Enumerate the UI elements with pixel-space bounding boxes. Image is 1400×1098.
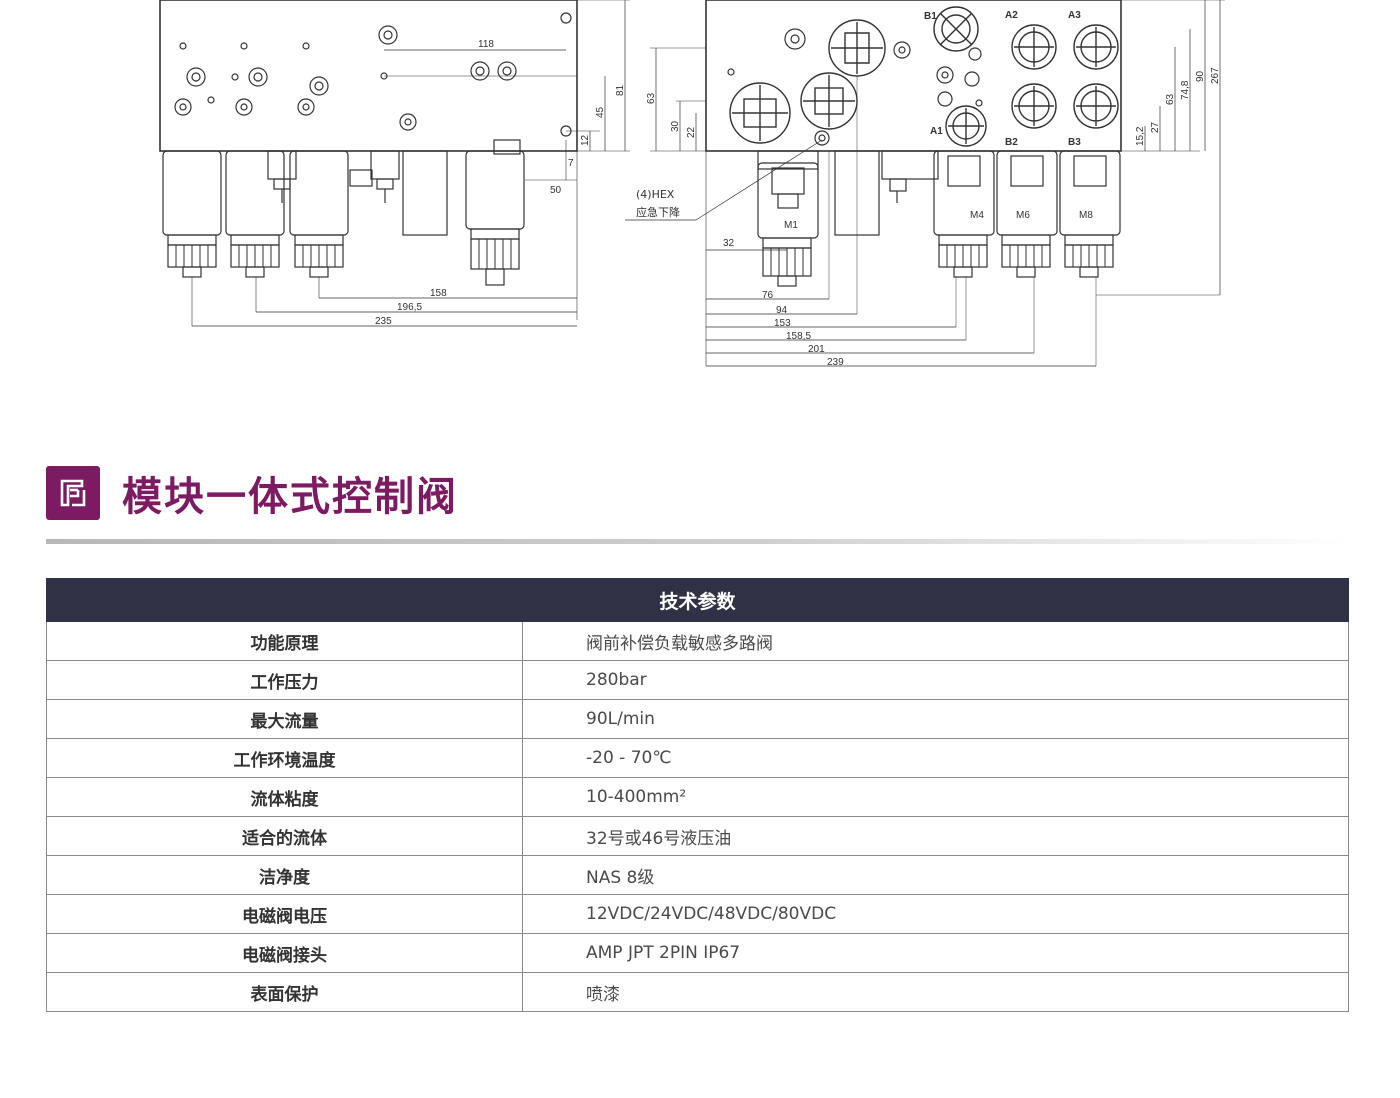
row-label: 功能原理 <box>46 621 523 661</box>
row-label: 适合的流体 <box>46 816 523 856</box>
row-label: 电磁阀电压 <box>46 894 523 934</box>
table-row: 表面保护喷漆 <box>46 972 1349 1012</box>
dim-r-63b: 63 <box>1165 93 1176 105</box>
row-value: 阀前补偿负载敏感多路阀 <box>522 621 1349 661</box>
port-b1-label: B1 <box>924 11 937 22</box>
dim-r-94: 94 <box>776 305 788 316</box>
dim-r-90: 90 <box>1195 70 1206 82</box>
row-value: 喷漆 <box>522 972 1349 1012</box>
note-hex: (4)HEX <box>636 188 675 201</box>
row-value: -20 - 70℃ <box>522 738 1349 778</box>
dim-81: 81 <box>615 84 626 96</box>
spec-table-header-row: 技术参数 <box>46 578 1349 622</box>
port-a2-label: A2 <box>1005 10 1018 21</box>
dim-158: 158 <box>430 288 447 299</box>
row-label: 最大流量 <box>46 699 523 739</box>
row-label: 电磁阀接头 <box>46 933 523 973</box>
dim-r-63: 63 <box>646 92 657 104</box>
row-label: 洁净度 <box>46 855 523 895</box>
dim-7: 7 <box>568 158 574 169</box>
row-value: 280bar <box>522 660 1349 700</box>
drawing-left-view <box>159 0 630 327</box>
row-value: 12VDC/24VDC/48VDC/80VDC <box>522 894 1349 934</box>
port-b2-label: B2 <box>1005 137 1018 148</box>
dim-r-201: 201 <box>808 344 825 355</box>
port-b3-label: B3 <box>1068 137 1081 148</box>
port-a3-label: A3 <box>1068 10 1081 21</box>
table-row: 功能原理阀前补偿负载敏感多路阀 <box>46 621 1349 661</box>
solenoid-m6-label: M6 <box>1016 210 1030 221</box>
dim-12: 12 <box>580 134 591 146</box>
note-emergency-lowering: 应急下降 <box>636 205 680 219</box>
dim-196: 196,5 <box>397 302 422 313</box>
row-value: NAS 8级 <box>522 855 1349 895</box>
dim-r-74: 74,8 <box>1180 80 1191 100</box>
solenoid-m1-label: M1 <box>784 220 798 231</box>
row-value: AMP JPT 2PIN IP67 <box>522 933 1349 973</box>
dim-235: 235 <box>375 316 392 327</box>
spec-table-header: 技术参数 <box>46 578 1349 622</box>
row-label: 工作压力 <box>46 660 523 700</box>
dim-50: 50 <box>550 185 562 196</box>
dim-r-32: 32 <box>723 238 735 249</box>
technical-drawings: 118 81 45 12 7 50 158 196,5 235 63 30 22… <box>0 0 1400 380</box>
row-label: 流体粘度 <box>46 777 523 817</box>
drawing-right-view <box>625 0 1225 367</box>
dim-118: 118 <box>478 39 494 50</box>
valve-block-icon <box>46 466 100 520</box>
dim-r-76: 76 <box>762 290 774 301</box>
row-label: 工作环境温度 <box>46 738 523 778</box>
dim-r-15: 15,2 <box>1135 126 1146 146</box>
solenoid-m4-label: M4 <box>970 210 984 221</box>
dim-r-158: 158,5 <box>786 331 811 342</box>
section-divider <box>46 539 1350 544</box>
dim-r-267: 267 <box>1210 67 1221 84</box>
section-heading: 模块一体式控制阀 <box>46 466 458 520</box>
dim-r-27: 27 <box>1150 121 1161 133</box>
row-value: 10-400mm² <box>522 777 1349 817</box>
section-title: 模块一体式控制阀 <box>122 474 458 520</box>
dim-r-22: 22 <box>686 126 697 138</box>
dim-r-153: 153 <box>774 318 791 329</box>
row-label: 表面保护 <box>46 972 523 1012</box>
dim-r-239: 239 <box>827 357 844 368</box>
dim-r-30: 30 <box>670 120 681 132</box>
row-value: 90L/min <box>522 699 1349 739</box>
port-a1-label: A1 <box>930 126 943 137</box>
solenoid-m8-label: M8 <box>1079 210 1093 221</box>
row-value: 32号或46号液压油 <box>522 816 1349 856</box>
table-row: 工作环境温度-20 - 70℃ <box>46 738 1349 778</box>
dim-45: 45 <box>595 106 606 118</box>
